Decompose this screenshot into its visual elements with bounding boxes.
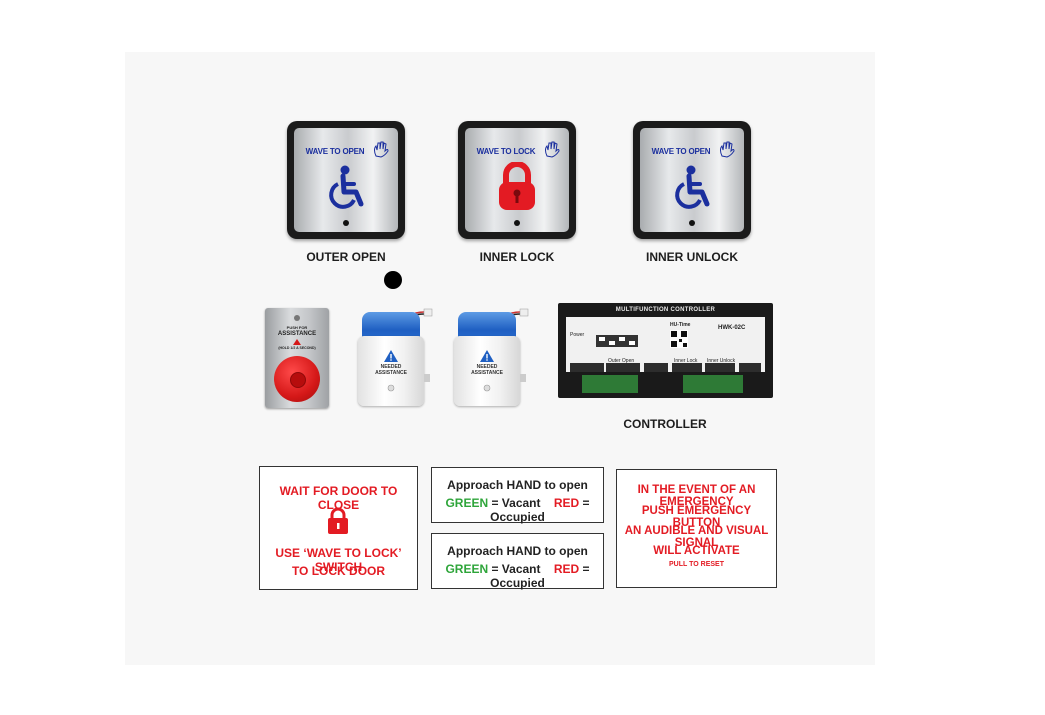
inner-unlock-section-label: Inner Unlock — [707, 358, 736, 364]
reset-knob-icon — [483, 384, 491, 392]
strobe-body — [454, 336, 520, 406]
vacant-label: = Vacant — [491, 562, 541, 576]
caption-inner-unlock: INNER UNLOCK — [646, 250, 738, 264]
sign-line: USE ‘WAVE TO LOCK’ SWITCH — [275, 546, 402, 574]
controller-title: MULTIFUNCTION CONTROLLER — [615, 307, 716, 313]
sign-title: Approach HAND to open — [447, 544, 588, 558]
hu-time-label: HU-Time — [670, 322, 691, 328]
vacant-label: = Vacant — [491, 496, 541, 510]
push-for-text: PUSH FOR — [286, 325, 308, 330]
sign-line: WILL ACTIVATE — [653, 545, 740, 557]
wave-hand-icon — [720, 141, 735, 158]
sign-line: PUSH EMERGENCY BUTTON — [641, 505, 752, 529]
emergency-red-button[interactable] — [274, 356, 320, 402]
outer-open-switch[interactable]: WAVE TO OPEN — [287, 121, 405, 239]
screw-icon — [294, 315, 300, 321]
padlock-icon — [499, 162, 535, 210]
qr-code-icon — [670, 330, 688, 348]
status-legend: GREEN = Vacant RED = Occupied — [432, 496, 603, 524]
circuit-board-edge — [683, 375, 743, 393]
occupied-label: = Occupied — [490, 496, 590, 524]
terminal-block — [606, 363, 640, 372]
wheelchair-icon — [675, 165, 710, 209]
dip-switch-icon[interactable] — [596, 335, 638, 347]
strobe-label-line2: ASSISTANCE — [375, 370, 407, 376]
warning-icon — [384, 350, 398, 362]
circuit-board-edge — [582, 375, 638, 393]
switch-label: WAVE TO OPEN — [305, 147, 365, 156]
switch-label: WAVE TO OPEN — [651, 147, 711, 156]
inner-lock-switch[interactable]: WAVE TO LOCK — [458, 121, 576, 239]
emergency-instruction-sign: IN THE EVENT OF AN EMERGENCY PUSH EMERGE… — [616, 469, 777, 588]
occupancy-sign-1: Approach HAND to open GREEN = Vacant RED… — [431, 467, 604, 524]
sign-line: IN THE EVENT OF AN EMERGENCY — [637, 484, 756, 508]
side-pin-icon — [424, 374, 430, 382]
wheelchair-icon — [329, 165, 364, 209]
status-legend: GREEN = Vacant RED = Occupied — [432, 562, 603, 590]
lock-instruction-sign: WAIT FOR DOOR TO CLOSE USE ‘WAVE TO LOCK… — [259, 466, 418, 590]
strobe-label-line1: NEEDED — [380, 364, 402, 370]
sign-title: Approach HAND to open — [447, 478, 588, 492]
green-label: GREEN — [445, 562, 489, 576]
strobe-label-line1: NEEDED — [476, 364, 498, 370]
emergency-push-button-plate[interactable]: PUSH FOR ASSISTANCE (HOLD 1/2 A SECOND) — [265, 308, 329, 408]
assistance-strobe-2: NEEDED ASSISTANCE — [454, 308, 529, 408]
terminal-block — [739, 363, 761, 372]
model-label: HWK-02C — [718, 325, 746, 331]
caption-inner-lock: INNER LOCK — [479, 250, 555, 264]
sign-line: PULL TO RESET — [669, 561, 724, 568]
hold-text: (HOLD 1/2 A SECOND) — [278, 346, 316, 350]
sensor-dot — [343, 220, 349, 226]
terminal-block — [672, 363, 702, 372]
caption-controller: CONTROLLER — [623, 417, 707, 431]
arrow-up-icon — [293, 339, 301, 345]
red-label: RED — [553, 496, 580, 510]
wave-hand-icon — [545, 141, 560, 158]
outer-open-section-label: Outer Open — [608, 358, 635, 364]
button-center — [290, 372, 306, 388]
sign-line: AN AUDIBLE AND VISUAL SIGNAL — [624, 525, 769, 549]
occupancy-sign-2: Approach HAND to open GREEN = Vacant RED… — [431, 533, 604, 590]
sensor-dot — [689, 220, 695, 226]
inner-lock-section-label: Inner Lock — [674, 358, 698, 364]
strobe-body — [358, 336, 424, 406]
sign-line: TO LOCK DOOR — [291, 564, 386, 578]
inner-unlock-switch[interactable]: WAVE TO OPEN — [633, 121, 751, 239]
reset-knob-icon — [387, 384, 395, 392]
red-label: RED — [553, 562, 580, 576]
terminal-block — [705, 363, 735, 372]
wave-hand-icon — [374, 141, 389, 158]
switch-face: WAVE TO LOCK — [465, 128, 569, 232]
switch-face: WAVE TO OPEN — [640, 128, 744, 232]
assistance-strobe-1: NEEDED ASSISTANCE — [358, 308, 433, 408]
power-label: Power — [570, 332, 585, 338]
green-label: GREEN — [445, 496, 489, 510]
cursor-dot — [384, 271, 402, 289]
switch-face: WAVE TO OPEN — [294, 128, 398, 232]
terminal-block — [644, 363, 668, 372]
switch-label: WAVE TO LOCK — [476, 147, 536, 156]
padlock-icon — [328, 507, 348, 534]
warning-icon — [480, 350, 494, 362]
caption-outer-open: OUTER OPEN — [306, 250, 386, 264]
sign-line: WAIT FOR DOOR TO CLOSE — [279, 484, 398, 512]
occupied-label: = Occupied — [490, 562, 590, 590]
strobe-label-line2: ASSISTANCE — [471, 370, 503, 376]
sensor-dot — [514, 220, 520, 226]
multifunction-controller: MULTIFUNCTION CONTROLLER Power HU-Time H… — [558, 303, 773, 398]
terminal-block — [570, 363, 604, 372]
assistance-text: ASSISTANCE — [277, 331, 317, 337]
side-pin-icon — [520, 374, 526, 382]
controller-face: Power HU-Time HWK-02C Outer Open Inner L… — [566, 317, 765, 372]
